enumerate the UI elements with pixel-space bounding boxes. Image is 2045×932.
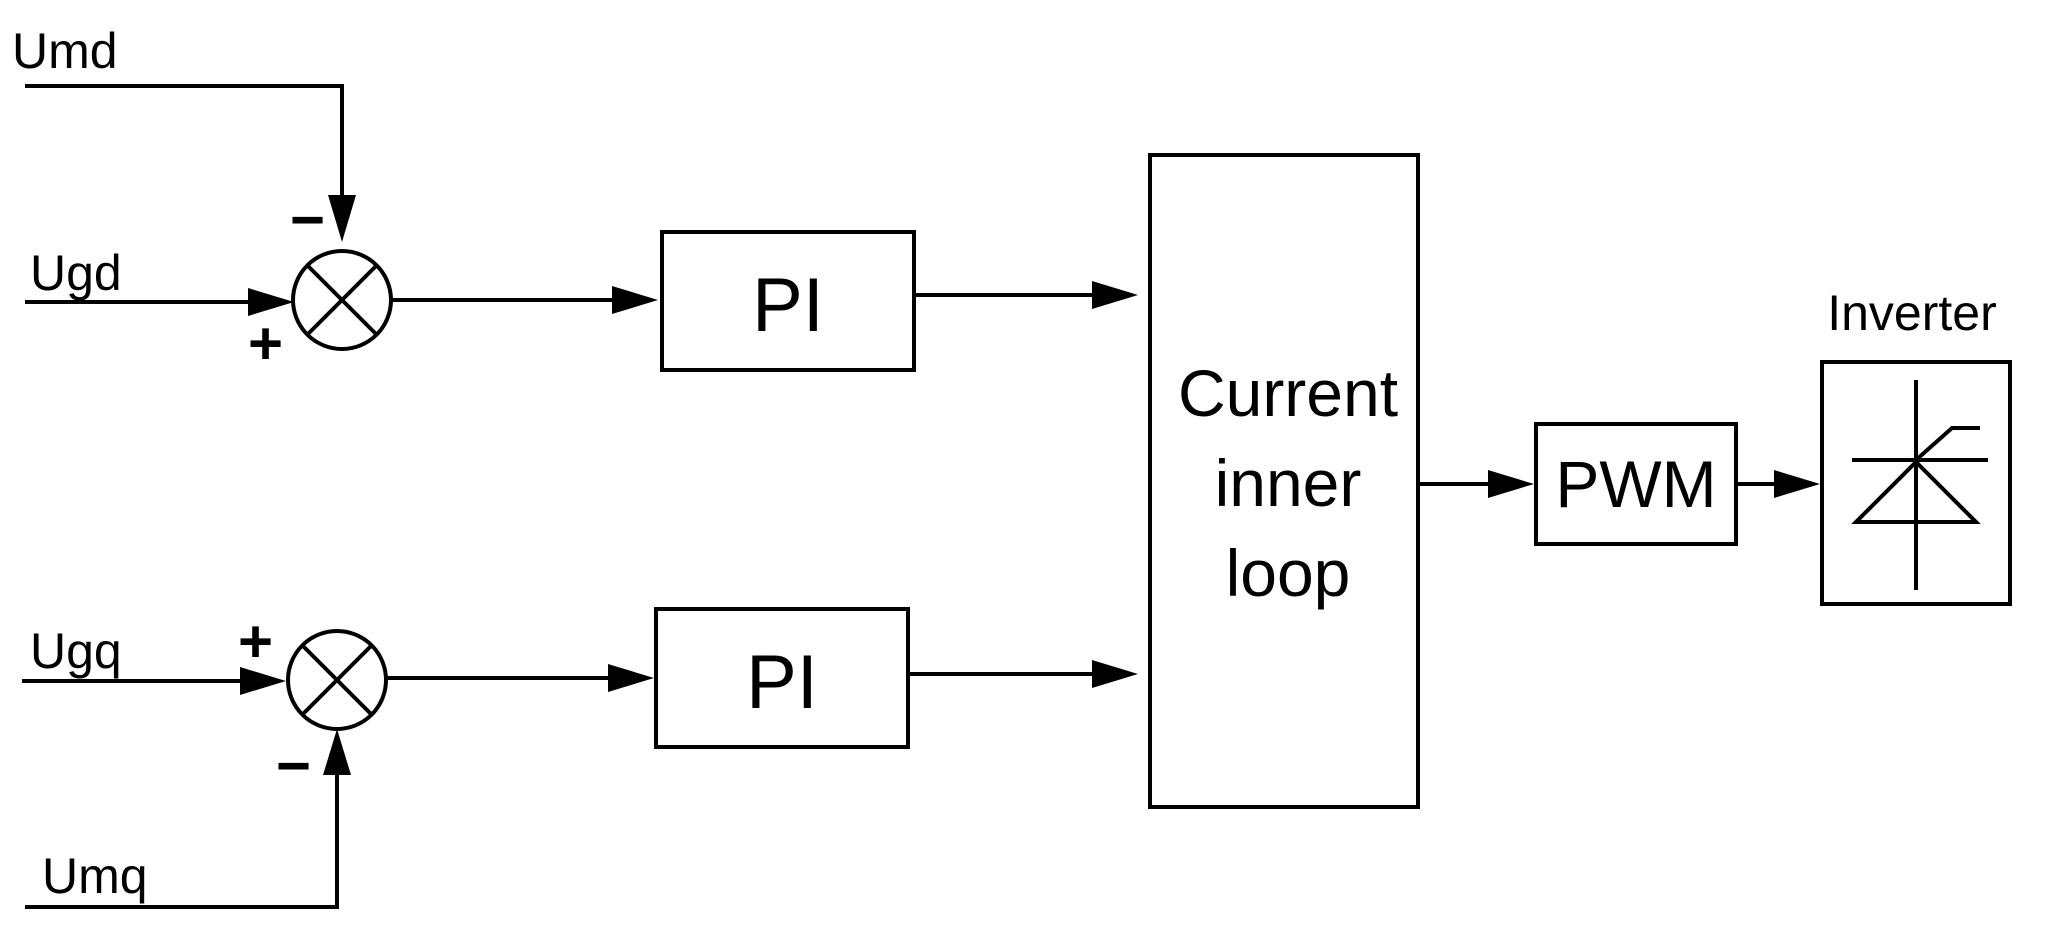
pi-bottom-to-loop-arrowhead [1092,660,1138,688]
current-loop-line-2: inner [1215,446,1362,520]
bottom-minus-sign: − [276,732,311,799]
pi-top-label: PI [752,263,824,348]
top-plus-sign: + [248,310,283,377]
bottom-summing-junction [286,629,388,731]
ugq-arrowhead [240,667,286,695]
pi-bottom-label: PI [746,640,818,725]
top-summing-junction [291,249,393,351]
bottom-plus-sign: + [238,608,273,675]
current-loop-line-3: loop [1226,536,1351,610]
pi-top-to-loop-arrowhead [1092,281,1138,309]
bottom-pi-arrowhead [608,664,654,692]
current-loop-line-1: Current [1178,356,1398,430]
ugq-label: Ugq [30,623,122,679]
top-minus-sign: − [290,186,325,253]
pi-top-block [660,230,916,372]
umq-label: Umq [42,848,148,904]
top-pi-arrowhead [612,286,658,314]
umd-label: Umd [12,23,118,79]
umq-arrowhead [323,729,351,775]
ugd-label: Ugd [30,245,122,301]
umd-signal-line [25,84,344,195]
current-inner-loop-block [1148,153,1420,809]
loop-to-pwm-arrowhead [1488,470,1534,498]
pwm-label: PWM [1555,447,1716,521]
pwm-to-inverter-arrowhead [1774,470,1820,498]
umq-signal-line [25,775,339,909]
pi-bottom-block [654,607,910,749]
thyristor-icon [1851,380,1988,590]
inverter-label: Inverter [1827,285,1997,341]
ugd-arrowhead [248,288,294,316]
pwm-block [1534,422,1738,546]
umd-arrowhead [328,195,356,242]
